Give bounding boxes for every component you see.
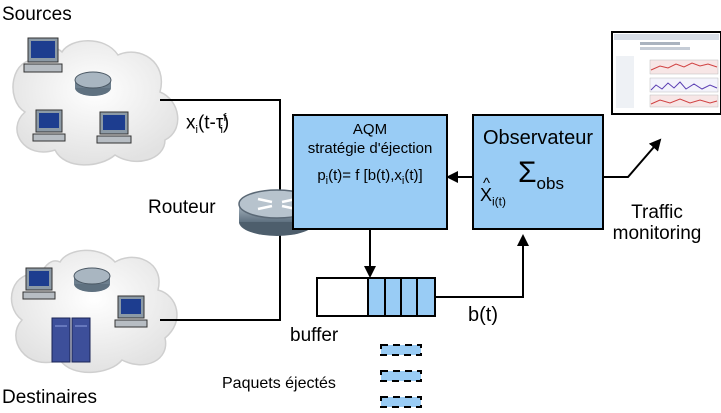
- aqm-strategy: stratégie d'éjection: [307, 140, 433, 157]
- computer-icon: [32, 109, 66, 142]
- destinaires-label: Destinaires: [2, 387, 98, 408]
- computer-icon: [22, 267, 56, 300]
- buffer-queue: [316, 277, 436, 317]
- sigma-obs: Σobs: [518, 156, 564, 193]
- bt-label: b(t): [468, 304, 498, 326]
- router-icon: [73, 267, 111, 292]
- paquets-label: Paquets éjectés: [222, 375, 336, 392]
- computer-icon: [96, 111, 132, 144]
- aqm-box: AQM stratégie d'éjection pi(t)= f [b(t),…: [292, 114, 448, 230]
- computer-icon: [23, 37, 63, 73]
- traffic-monitoring-label: Traffic monitoring: [612, 202, 702, 245]
- router-icon: [74, 71, 112, 96]
- computer-icon: [114, 295, 148, 328]
- observer-box: Observateur Σobs ^ X i(t): [472, 114, 604, 230]
- ejected-packets: [380, 344, 422, 408]
- sources-label: Sources: [2, 4, 72, 25]
- monitoring-screenshot: [611, 31, 721, 115]
- router-to-dest-line: [160, 225, 281, 321]
- source-to-router-line: [160, 99, 281, 195]
- buffer-to-observer-arrow: [435, 234, 529, 298]
- aqm-title: AQM: [352, 121, 388, 138]
- routeur-label: Routeur: [148, 197, 216, 218]
- server-icon: [51, 317, 91, 363]
- xhat-label: ^ X i(t): [480, 175, 507, 209]
- buffer-label: buffer: [290, 325, 339, 346]
- aqm-formula: pi(t)= f [b(t),xi(t)]: [317, 167, 423, 187]
- observer-title: Observateur: [482, 127, 594, 149]
- input-signal-label: xi(t-τfi): [186, 112, 230, 137]
